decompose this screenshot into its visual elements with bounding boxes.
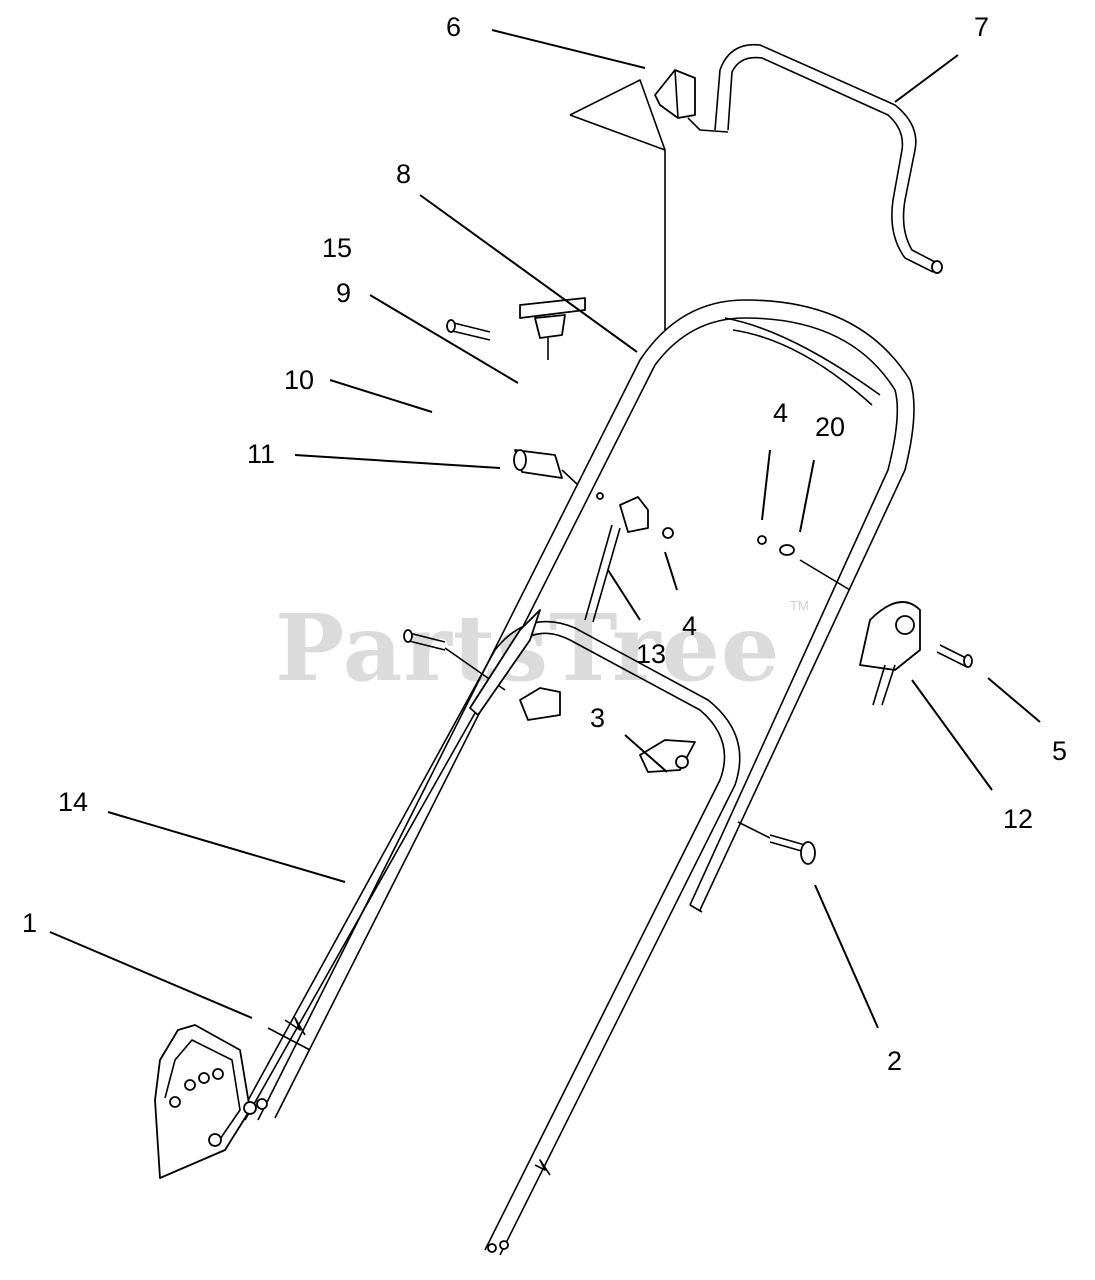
callout-4-lower: 4: [682, 611, 697, 641]
screw-5: [936, 644, 973, 668]
knob: [519, 297, 586, 360]
callout-labels: 6 7 8 15 9 10 11 4 20 4 13 5 12 3 14 1 2: [22, 12, 1067, 1076]
bushing-11: [513, 449, 579, 486]
clamp-3: [519, 687, 696, 773]
callout-12: 12: [1003, 804, 1033, 834]
bail-bar: [687, 43, 943, 274]
callout-2: 2: [887, 1046, 902, 1076]
cable-guide: [569, 69, 696, 330]
carriage-bolt-2: [737, 821, 816, 865]
cable-bracket: [584, 492, 674, 623]
upper-handle: [257, 299, 915, 1121]
callout-9: 9: [336, 278, 351, 308]
cable-tie: [469, 609, 541, 716]
callout-8: 8: [396, 159, 411, 189]
leader-lines: [49, 29, 1041, 1029]
watermark-text: PartsTree: [275, 594, 780, 702]
callout-10: 10: [284, 365, 314, 395]
callout-14: 14: [58, 787, 88, 817]
callout-11: 11: [247, 439, 275, 469]
callout-7: 7: [974, 12, 989, 42]
callout-5: 5: [1052, 736, 1067, 766]
handle-bracket: [154, 1024, 311, 1179]
callout-1: 1: [22, 908, 37, 938]
callout-20: 20: [815, 412, 845, 442]
callout-15: 15: [322, 233, 352, 263]
trademark-mark: TM: [790, 598, 809, 613]
control-lever: [859, 601, 921, 706]
callout-6: 6: [446, 12, 461, 42]
nut-washer: [757, 535, 851, 591]
lower-handle: [239, 620, 741, 1256]
callout-4-upper: 4: [773, 398, 788, 428]
bolt-10: [446, 319, 491, 341]
callout-3: 3: [590, 703, 605, 733]
callout-13: 13: [636, 639, 666, 669]
